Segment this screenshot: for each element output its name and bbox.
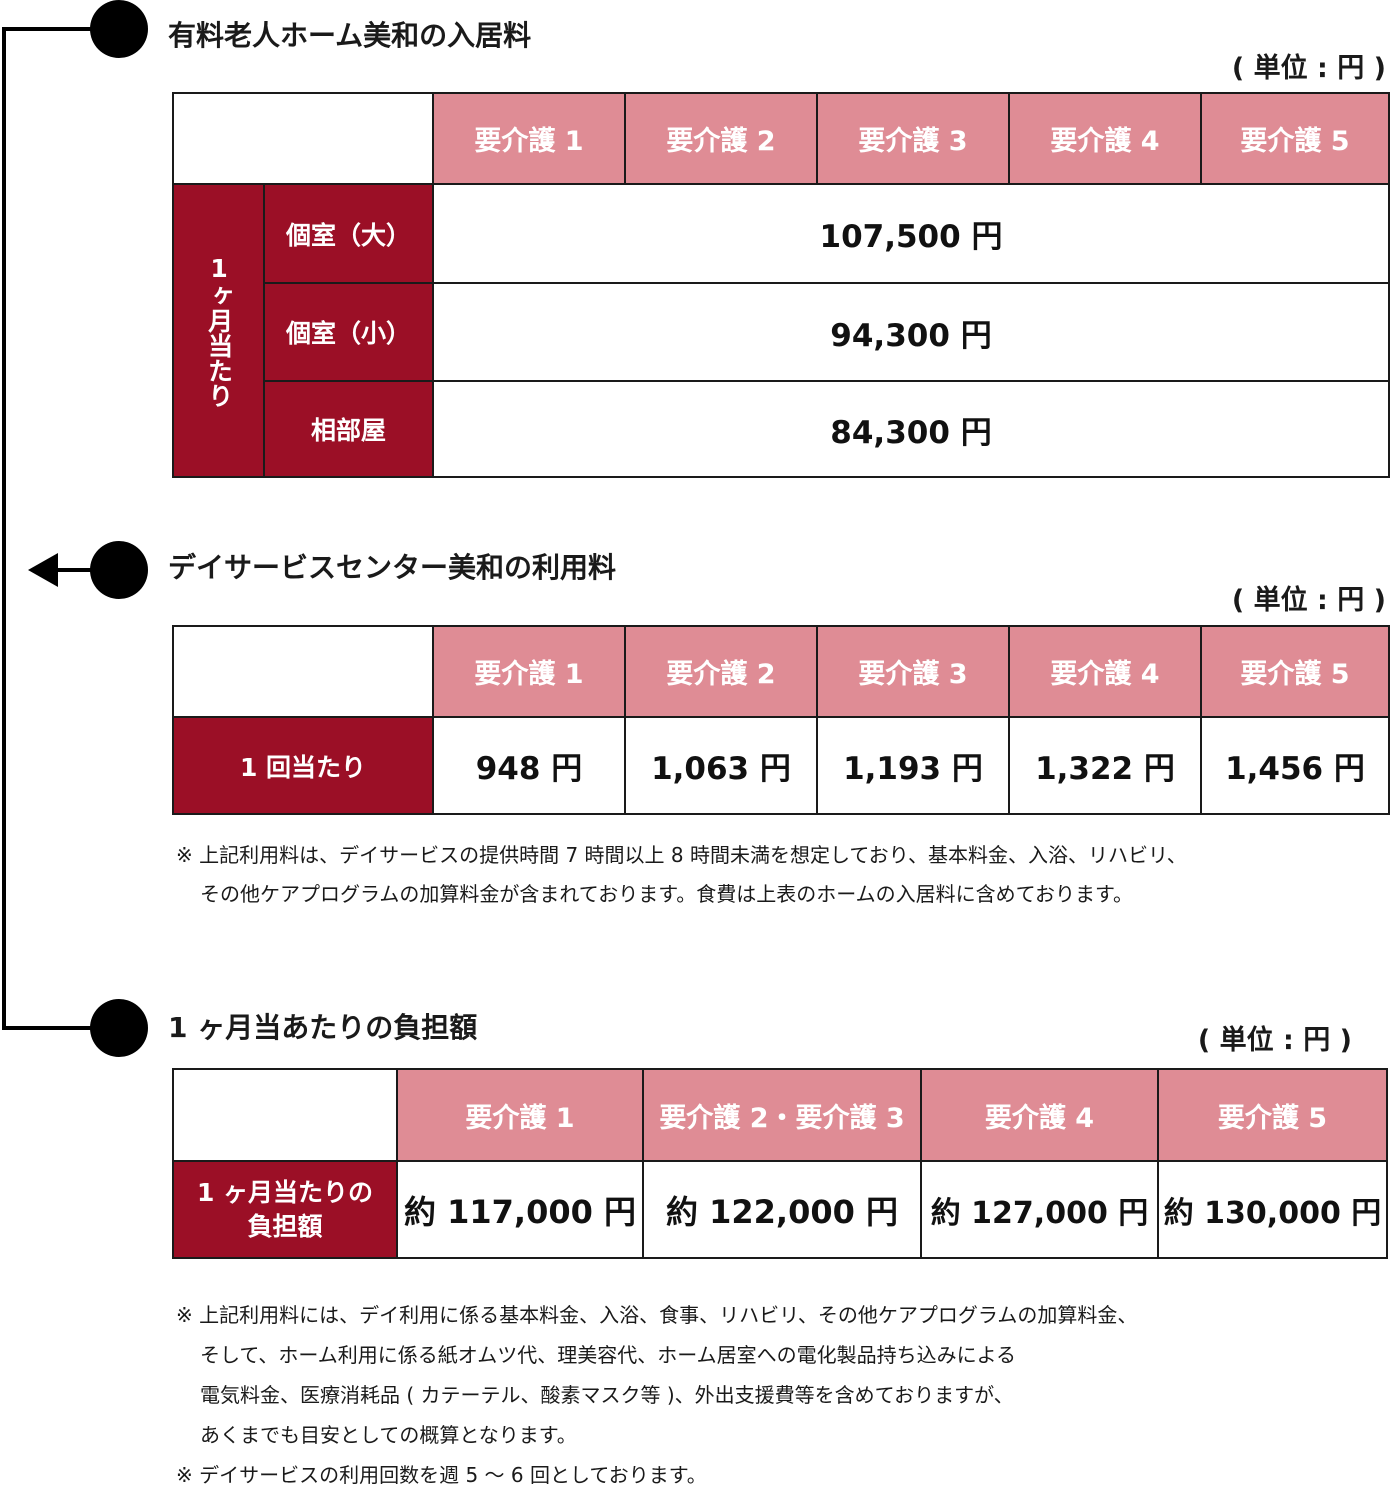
- monthly-burden-note-line: ※ デイサービスの利用回数を週 5 ～ 6 回としております。: [176, 1463, 707, 1487]
- bullet-dot-icon: [90, 541, 148, 599]
- connector-line-top: [2, 27, 102, 31]
- row-label-shared-room: 相部屋: [263, 380, 432, 476]
- monthly-burden-note-line: ※ 上記利用料には、デイ利用に係る基本料金、入浴、食事、リハビリ、その他ケアプロ…: [176, 1303, 1138, 1327]
- header-care-level-4: 要介護 4: [1008, 94, 1200, 183]
- nursing-home-title: 有料老人ホーム美和の入居料: [168, 19, 532, 52]
- value-care-level-4: 1,322 円: [1008, 716, 1200, 813]
- row-label-line-1: 1 ヶ月当たりの: [196, 1177, 374, 1207]
- header-care-level-3: 要介護 3: [816, 627, 1008, 716]
- header-care-level-2: 要介護 2: [624, 94, 816, 183]
- row-value-shared-room: 84,300 円: [432, 380, 1388, 476]
- row-label-private-large: 個室（大）: [263, 183, 432, 282]
- header-care-level-3: 要介護 3: [816, 94, 1008, 183]
- value-care-level-5: 1,456 円: [1200, 716, 1388, 813]
- day-service-fee-table: 要介護 1 要介護 2 要介護 3 要介護 4 要介護 5 1 回当たり 948…: [172, 625, 1390, 815]
- row-label-per-visit: 1 回当たり: [174, 716, 432, 813]
- header-care-level-2-3: 要介護 2・要介護 3: [642, 1070, 920, 1160]
- unit-label: ( 単位 : 円 ): [1231, 53, 1386, 84]
- connector-vertical-line: [2, 27, 6, 1030]
- connector-line-bottom: [2, 1026, 102, 1030]
- header-care-level-5: 要介護 5: [1157, 1070, 1386, 1160]
- header-care-level-1: 要介護 1: [396, 1070, 642, 1160]
- value-care-level-1: 948 円: [432, 716, 624, 813]
- header-care-level-5: 要介護 5: [1200, 94, 1388, 183]
- value-care-level-2-3: 約 122,000 円: [642, 1160, 920, 1257]
- header-care-level-2: 要介護 2: [624, 627, 816, 716]
- bullet-dot-icon: [90, 0, 148, 58]
- value-care-level-2: 1,063 円: [624, 716, 816, 813]
- header-care-level-1: 要介護 1: [432, 627, 624, 716]
- row-value-private-large: 107,500 円: [432, 183, 1388, 282]
- monthly-burden-note-line: あくまでも目安としての概算となります。: [200, 1423, 577, 1447]
- header-care-level-5: 要介護 5: [1200, 627, 1388, 716]
- monthly-burden-note-line: 電気料金、医療消耗品 ( カテーテル、酸素マスク等 )、外出支援費等を含めており…: [200, 1383, 1014, 1407]
- arrow-left-icon: [28, 553, 58, 587]
- monthly-burden-title: 1 ヶ月当あたりの負担額: [168, 1011, 478, 1044]
- monthly-burden-table: 要介護 1 要介護 2・要介護 3 要介護 4 要介護 5 1 ヶ月当たりの 負…: [172, 1068, 1388, 1259]
- row-label-line-2: 負担額: [247, 1211, 323, 1241]
- row-label-private-small: 個室（小）: [263, 282, 432, 380]
- monthly-burden-note-line: そして、ホーム利用に係る紙オムツ代、理美容代、ホーム居室への電化製品持ち込みによ…: [200, 1343, 1016, 1367]
- value-care-level-3: 1,193 円: [816, 716, 1008, 813]
- header-care-level-4: 要介護 4: [1008, 627, 1200, 716]
- unit-label: ( 単位 : 円 ): [1197, 1025, 1352, 1056]
- value-care-level-5: 約 130,000 円: [1157, 1160, 1386, 1257]
- row-label-monthly-burden: 1 ヶ月当たりの 負担額: [174, 1160, 396, 1257]
- day-service-note-line: ※ 上記利用料は、デイサービスの提供時間 7 時間以上 8 時間未満を想定してお…: [176, 843, 1187, 867]
- header-care-level-1: 要介護 1: [432, 94, 624, 183]
- value-care-level-1: 約 117,000 円: [396, 1160, 642, 1257]
- unit-label: ( 単位 : 円 ): [1231, 585, 1386, 616]
- day-service-title: デイサービスセンター美和の利用料: [168, 551, 617, 584]
- connector-line-middle: [56, 568, 102, 572]
- bullet-dot-icon: [90, 999, 148, 1057]
- nursing-home-fee-table: 要介護 1 要介護 2 要介護 3 要介護 4 要介護 5 1ヶ月当たり 個室（…: [172, 92, 1390, 478]
- row-value-private-small: 94,300 円: [432, 282, 1388, 380]
- day-service-note-line: その他ケアプログラムの加算料金が含まれております。食費は上表のホームの入居料に含…: [200, 882, 1133, 906]
- value-care-level-4: 約 127,000 円: [920, 1160, 1157, 1257]
- group-label-per-month: 1ヶ月当たり: [174, 183, 263, 476]
- header-care-level-4: 要介護 4: [920, 1070, 1157, 1160]
